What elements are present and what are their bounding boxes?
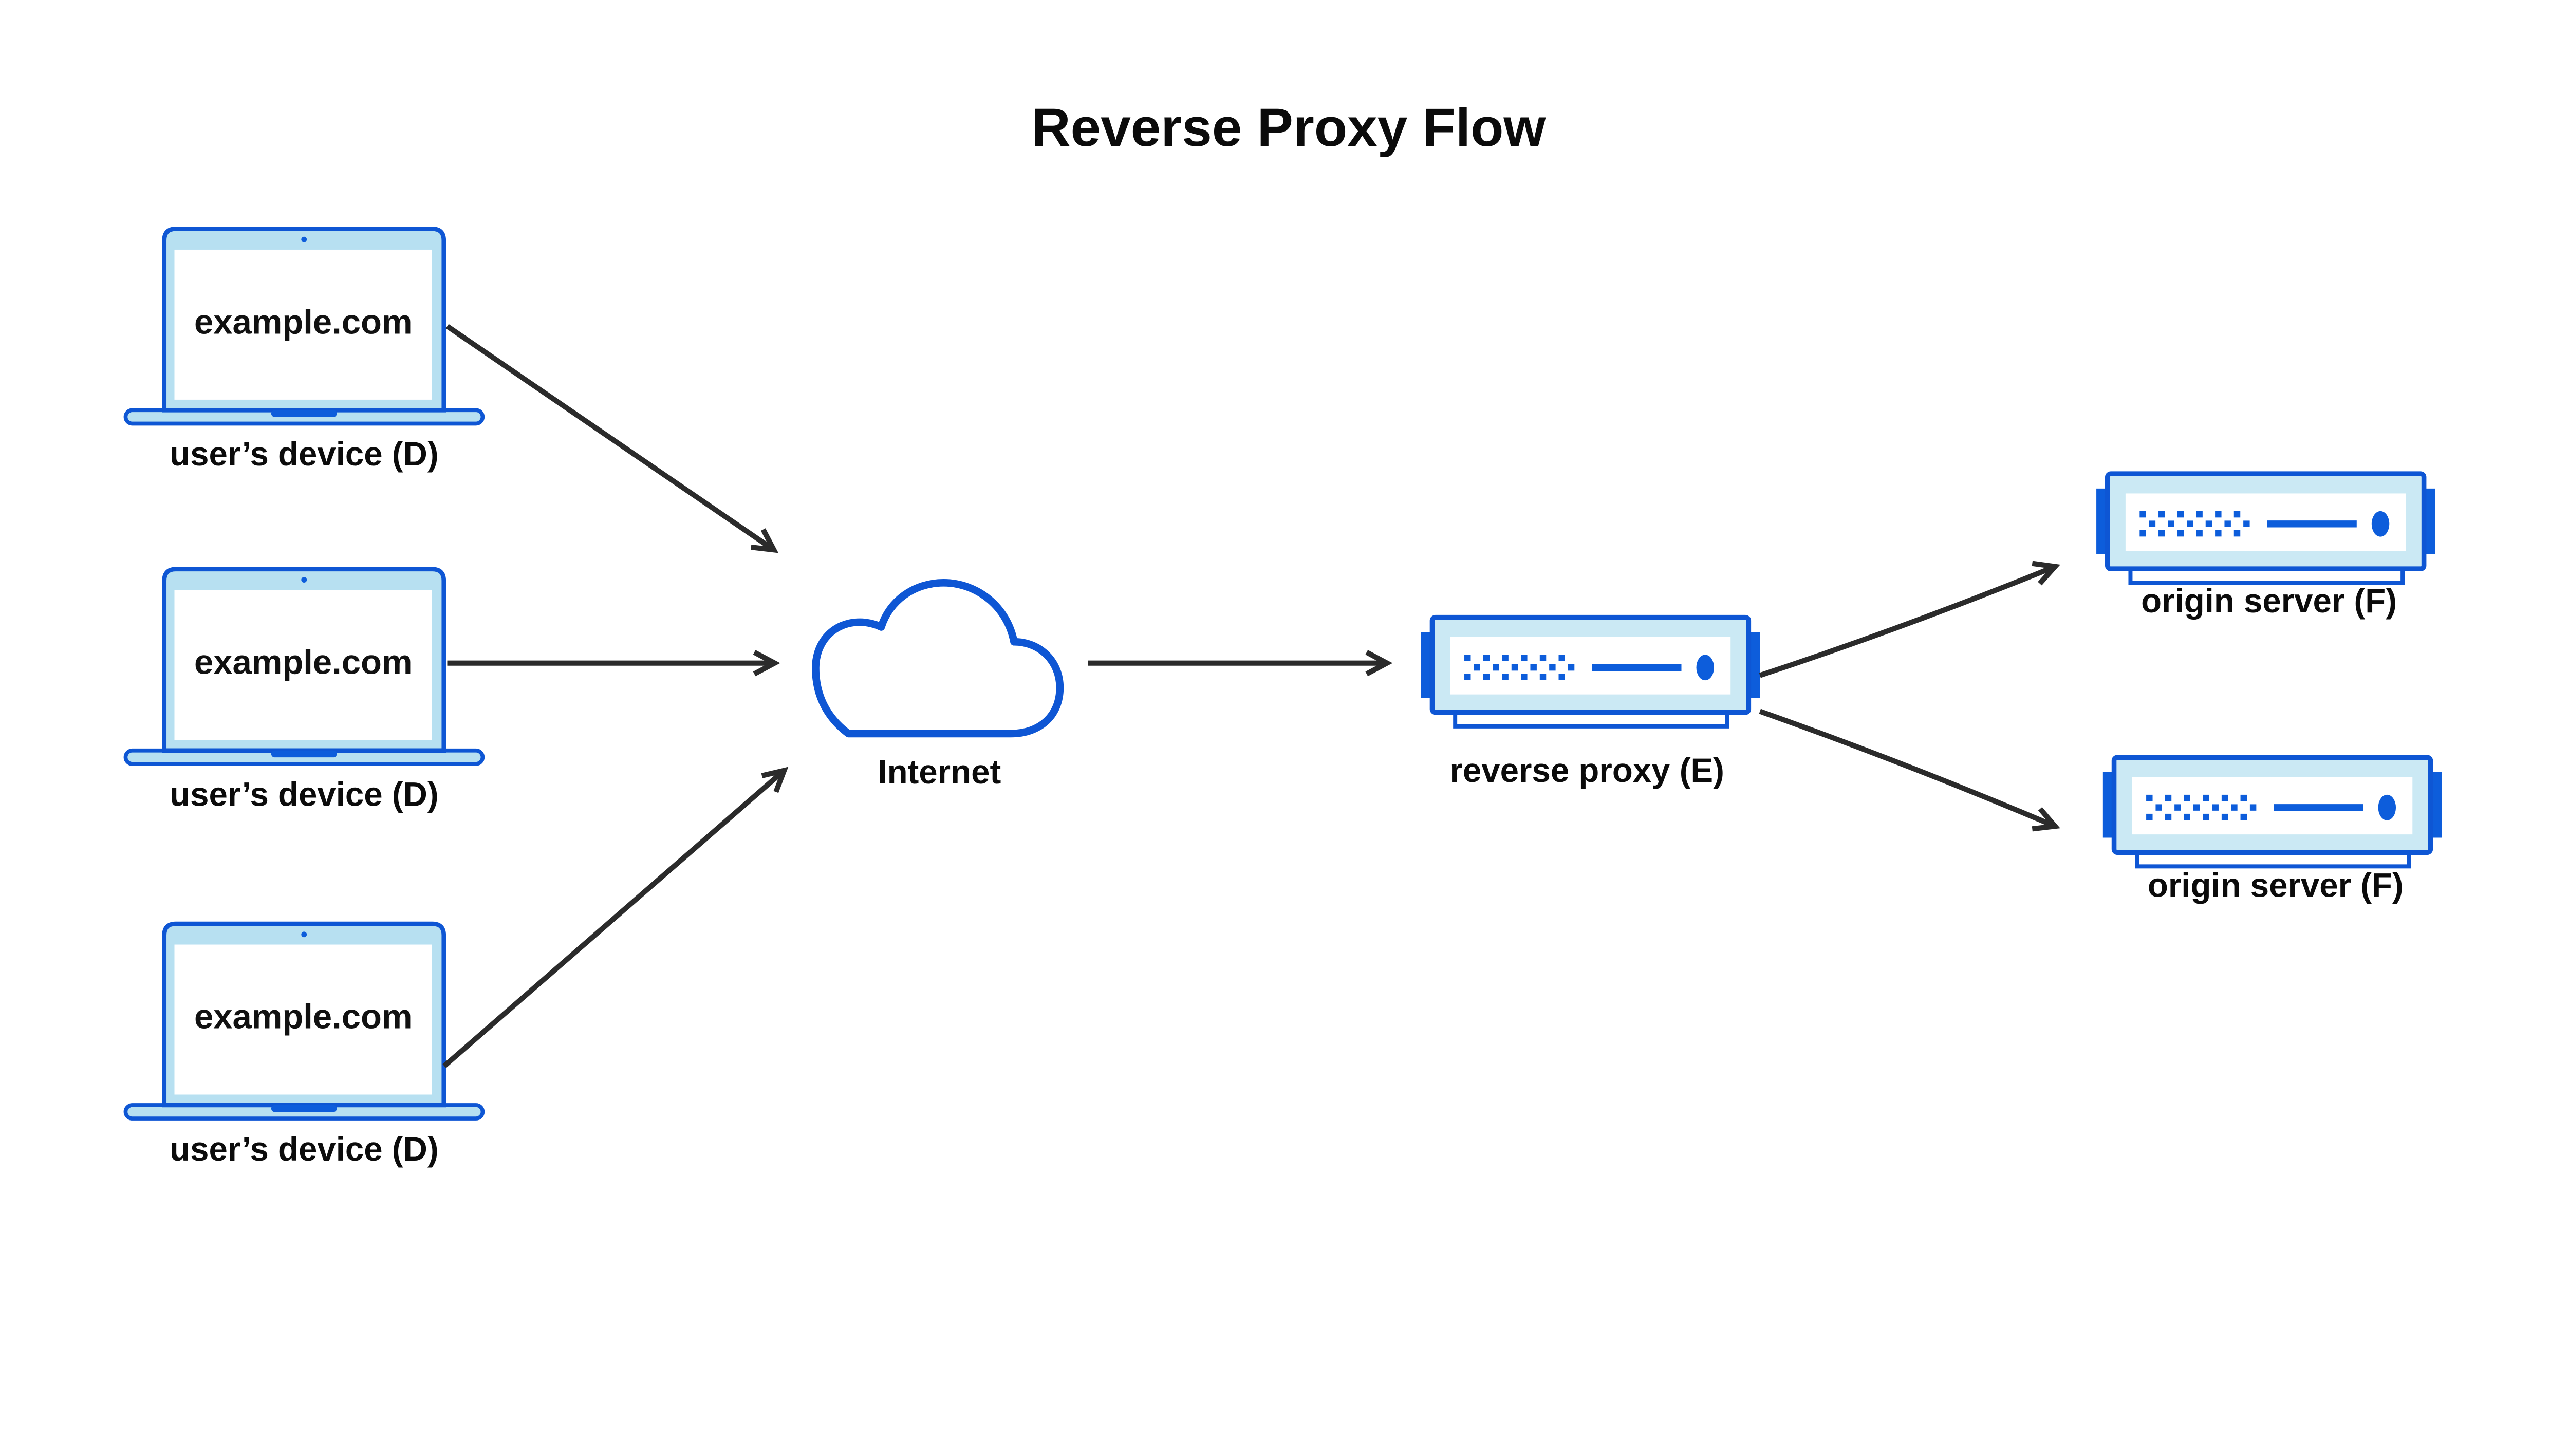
server-icon (1421, 618, 1760, 726)
user-device-1: example.com user’s device (D) (125, 229, 482, 473)
user-device-3: example.com user’s device (D) (125, 924, 482, 1168)
arrowhead-icon (761, 767, 789, 793)
diagram-stage: Reverse Proxy Flow example.com user’s de… (123, 97, 2445, 1168)
origin-server-2: origin server (F) (2103, 757, 2442, 904)
origin-server-2-label: origin server (F) (2148, 866, 2404, 904)
device-2-screen-url: example.com (194, 643, 413, 681)
arrow-internet-to-reverse-proxy (1088, 650, 1393, 677)
reverse-proxy-label: reverse proxy (E) (1449, 752, 1724, 789)
arrow-reverse-proxy-to-origin1 (1759, 561, 2060, 678)
server-icon (2103, 757, 2442, 866)
arrow-device2-to-internet (447, 650, 780, 677)
arrow-device1-to-internet (445, 324, 779, 553)
reverse-proxy-flow-diagram: Reverse Proxy Flow example.com user’s de… (123, 97, 2445, 1168)
arrowhead-icon (1365, 650, 1393, 677)
arrow-device3-to-internet (442, 767, 789, 1068)
internet-label: Internet (878, 753, 1001, 791)
internet-node (812, 578, 1064, 738)
arrowhead-icon (753, 650, 780, 677)
device-3-screen-url: example.com (194, 998, 413, 1036)
device-1-label: user’s device (D) (170, 435, 438, 473)
origin-server-1-label: origin server (F) (2141, 582, 2397, 620)
arrowhead-icon (2032, 561, 2060, 586)
arrow-reverse-proxy-to-origin2 (1759, 708, 2060, 832)
server-icon (2096, 474, 2435, 583)
origin-server-1: origin server (F) (2096, 474, 2435, 620)
user-device-2: example.com user’s device (D) (125, 569, 482, 813)
cloud-icon (812, 578, 1064, 738)
device-3-label: user’s device (D) (170, 1130, 438, 1168)
diagram-title: Reverse Proxy Flow (1032, 98, 1547, 158)
arrowhead-icon (751, 528, 779, 553)
device-2-label: user’s device (D) (170, 775, 438, 813)
arrowhead-icon (2032, 807, 2060, 832)
device-1-screen-url: example.com (194, 303, 413, 341)
reverse-proxy: reverse proxy (E) (1421, 618, 1760, 789)
